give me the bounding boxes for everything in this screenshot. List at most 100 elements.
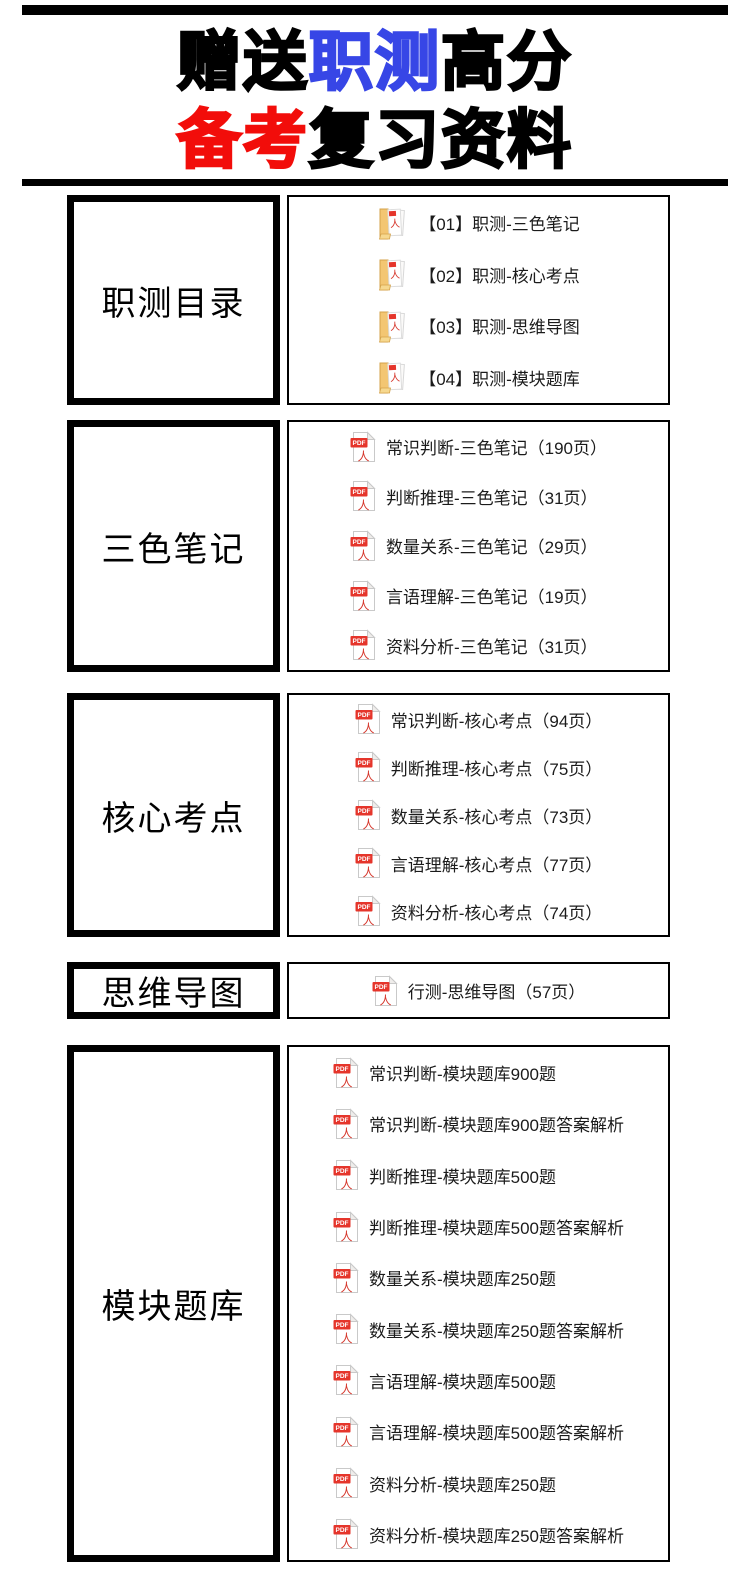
file-name: 常识判断-核心考点（94页）: [390, 711, 603, 731]
file-item: PDF 人 资料分析-核心考点（74页）: [355, 895, 603, 927]
file-name: 资料分析-三色笔记（31页）: [385, 637, 598, 657]
svg-text:人: 人: [390, 269, 401, 282]
pdf-folder-icon: 人: [377, 309, 409, 343]
file-name: 数量关系-模块题库250题: [368, 1270, 557, 1290]
title-line-2: 备考复习资料: [0, 101, 750, 179]
section-label-box: 模块题库: [67, 1045, 280, 1562]
pdf-file-icon: PDF 人: [333, 1467, 359, 1499]
section-label: 思维导图: [101, 976, 246, 1013]
svg-text:PDF: PDF: [335, 1066, 348, 1073]
file-name: 资料分析-模块题库250题答案解析: [368, 1526, 625, 1546]
pdf-folder-icon: 人: [377, 360, 409, 394]
file-item: PDF 人 资料分析-三色笔记（31页）: [350, 629, 607, 661]
file-item: 人【01】职测-三色笔记: [377, 206, 580, 240]
file-name: 常识判断-模块题库900题答案解析: [368, 1116, 625, 1136]
title-segment: 高分: [440, 25, 573, 100]
svg-text:人: 人: [340, 1178, 352, 1192]
pdf-folder-icon: 人: [377, 257, 409, 291]
title-segment: 复习资料: [308, 103, 573, 178]
file-name: 常识判断-模块题库900题: [368, 1065, 557, 1085]
svg-text:人: 人: [362, 914, 374, 928]
file-name: 【04】职测-模块题库: [419, 369, 580, 389]
svg-text:PDF: PDF: [335, 1476, 348, 1483]
svg-text:人: 人: [340, 1486, 352, 1500]
svg-text:人: 人: [390, 372, 401, 385]
section-label-box: 核心考点: [67, 693, 280, 937]
svg-text:PDF: PDF: [357, 760, 370, 767]
svg-text:人: 人: [362, 818, 374, 832]
svg-text:人: 人: [362, 770, 374, 784]
svg-text:PDF: PDF: [335, 1528, 348, 1535]
pdf-file-icon: PDF 人: [355, 799, 381, 831]
pdf-file-icon: PDF 人: [350, 629, 376, 661]
section-label: 职测目录: [101, 285, 246, 323]
svg-text:PDF: PDF: [357, 808, 370, 815]
top-black-bar: [22, 5, 728, 15]
svg-text:PDF: PDF: [357, 904, 370, 911]
sections-container: 职测目录人【01】职测-三色笔记人【02】职测-核心考点人【03】职测-思维导图…: [0, 195, 750, 1562]
title-divider-bar: [22, 179, 728, 186]
file-name: 资料分析-核心考点（74页）: [390, 903, 603, 923]
svg-text:PDF: PDF: [335, 1168, 348, 1175]
file-name: 行测-思维导图（57页）: [407, 983, 586, 1002]
file-name: 资料分析-模块题库250题: [368, 1475, 557, 1495]
section-label: 核心考点: [101, 800, 246, 838]
section-file-list-box: 人【01】职测-三色笔记人【02】职测-核心考点人【03】职测-思维导图人【04…: [287, 195, 670, 405]
file-name: 数量关系-核心考点（73页）: [390, 807, 603, 827]
svg-text:PDF: PDF: [352, 589, 365, 596]
section-label-box: 职测目录: [67, 195, 280, 405]
section-label: 模块题库: [101, 1289, 246, 1326]
pdf-file-icon: PDF 人: [355, 703, 381, 735]
svg-text:人: 人: [390, 320, 401, 333]
svg-text:PDF: PDF: [352, 440, 365, 447]
title-segment: 职测: [308, 25, 441, 100]
file-name: 【02】职测-核心考点: [419, 266, 580, 286]
svg-text:人: 人: [340, 1434, 352, 1448]
svg-text:人: 人: [357, 648, 369, 662]
section-label-box: 三色笔记: [67, 420, 280, 672]
file-name: 言语理解-模块题库500题: [368, 1372, 557, 1392]
svg-text:PDF: PDF: [335, 1117, 348, 1124]
svg-text:PDF: PDF: [335, 1322, 348, 1329]
file-name: 言语理解-模块题库500题答案解析: [368, 1424, 625, 1444]
svg-text:人: 人: [357, 499, 369, 513]
title-segment: 赠送: [176, 25, 309, 100]
svg-text:人: 人: [357, 548, 369, 562]
file-name: 数量关系-模块题库250题答案解析: [368, 1321, 625, 1341]
svg-text:PDF: PDF: [357, 712, 370, 719]
svg-text:PDF: PDF: [352, 638, 365, 645]
svg-text:人: 人: [362, 866, 374, 880]
file-item: 人 【02】职测-核心考点: [377, 257, 580, 291]
file-name: 言语理解-三色笔记（19页）: [385, 588, 598, 608]
pdf-file-icon: PDF 人: [355, 895, 381, 927]
pdf-file-icon: PDF 人: [333, 1159, 359, 1191]
svg-text:人: 人: [362, 722, 374, 736]
